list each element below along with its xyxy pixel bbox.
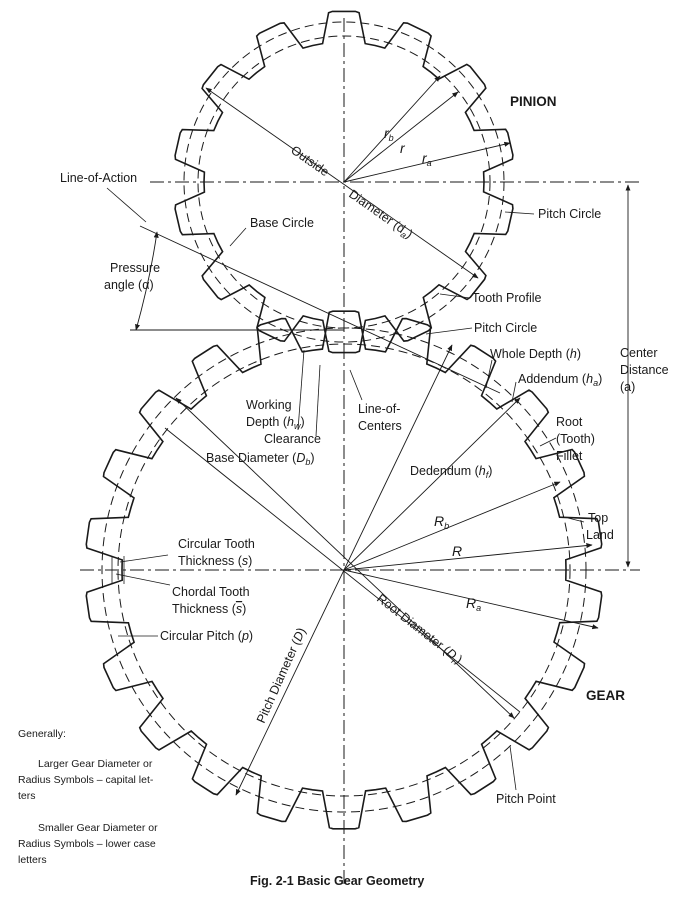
pinion-rb-radius bbox=[343, 75, 441, 183]
pressure-angle-arc bbox=[135, 231, 159, 331]
leader-pitch-circle-gear bbox=[425, 327, 473, 335]
pinion-outside-diameter-line bbox=[205, 87, 479, 279]
chordal-tooth-label-2: Thickness (s) bbox=[172, 602, 246, 616]
pinion-rb-symbol: rb bbox=[384, 125, 394, 143]
tooth-profile-label: Tooth Profile bbox=[472, 291, 542, 305]
leader-line-of-action bbox=[106, 187, 147, 223]
pitch-circle-gear-label: Pitch Circle bbox=[474, 321, 537, 335]
note-larger-2: Radius Symbols – capital let- bbox=[18, 774, 154, 786]
pressure-angle-label-1: Pressure bbox=[110, 261, 160, 275]
outside-diameter-label-1: Outside bbox=[288, 143, 331, 179]
note-larger-3: ters bbox=[18, 790, 36, 802]
gear-label: GEAR bbox=[586, 688, 625, 703]
pressure-angle-label-2: angle (α) bbox=[104, 278, 154, 292]
center-distance-label-1: Center bbox=[620, 346, 658, 360]
dedendum-label: Dedendum (hf) bbox=[410, 464, 492, 480]
whole-depth-label: Whole Depth (h) bbox=[490, 347, 581, 361]
leader-circular-thickness bbox=[119, 554, 169, 563]
gear-base-diameter-line bbox=[164, 427, 521, 713]
note-smaller-3: letters bbox=[18, 854, 47, 866]
gear-Rb-symbol: Rb bbox=[434, 513, 449, 531]
circular-tooth-label-2: Thickness (s) bbox=[178, 554, 252, 568]
note-smaller-1: Smaller Gear Diameter or bbox=[38, 822, 158, 834]
gear-R-symbol: R bbox=[452, 543, 462, 559]
pitch-diameter-label: Pitch Diameter (D) bbox=[254, 626, 309, 726]
note-larger-1: Larger Gear Diameter or bbox=[38, 758, 153, 770]
figure-caption: Fig. 2-1 Basic Gear Geometry bbox=[250, 874, 424, 888]
top-land-label-1: Top bbox=[588, 511, 608, 525]
gear-R-radius bbox=[343, 543, 593, 571]
working-depth-label-1: Working bbox=[246, 398, 292, 412]
leader-line-of-centers bbox=[349, 369, 363, 401]
circular-tooth-label-1: Circular Tooth bbox=[178, 537, 255, 551]
pinion-tooth-outline bbox=[174, 10, 514, 354]
leader-root-fillet bbox=[539, 437, 557, 447]
leader-chordal-thickness bbox=[115, 573, 171, 586]
leader-whole-depth bbox=[485, 359, 493, 389]
large-gear bbox=[80, 310, 640, 888]
note-generally: Generally: bbox=[18, 728, 66, 740]
note-smaller-2: Radius Symbols – lower case bbox=[18, 838, 156, 850]
working-depth-label-2: Depth (hw) bbox=[246, 415, 305, 431]
circular-pitch-label: Circular Pitch (p) bbox=[160, 629, 253, 643]
line-of-action-label: Line-of-Action bbox=[60, 171, 137, 185]
leader-working-depth bbox=[297, 349, 305, 431]
leader-clearance bbox=[315, 364, 321, 437]
line-of-action-group bbox=[130, 225, 501, 394]
root-fillet-label-2: (Tooth) bbox=[556, 432, 595, 446]
top-land-label-2: Land bbox=[586, 528, 614, 542]
clearance-label: Clearance bbox=[264, 432, 321, 446]
leader-addendum bbox=[511, 381, 517, 403]
gear-pitch-diameter-line bbox=[235, 344, 453, 796]
leader-pitch-point bbox=[509, 745, 517, 791]
pitch-point-label: Pitch Point bbox=[496, 792, 556, 806]
line-of-centers-label-2: Centers bbox=[358, 419, 402, 433]
center-distance-label-2: Distance bbox=[620, 363, 669, 377]
center-distance-label-3: (a) bbox=[620, 380, 635, 394]
leader-tooth-profile bbox=[439, 293, 471, 299]
root-fillet-label-1: Root bbox=[556, 415, 583, 429]
base-circle-label: Base Circle bbox=[250, 216, 314, 230]
chordal-tooth-label-1: Chordal Tooth bbox=[172, 585, 250, 599]
pitch-circle-pinion-label: Pitch Circle bbox=[538, 207, 601, 221]
outside-diameter-label-2: Diameter (da) bbox=[345, 187, 415, 243]
base-diameter-label: Base Diameter (Db) bbox=[206, 451, 315, 467]
line-of-action bbox=[139, 225, 501, 394]
pinion-gear bbox=[150, 10, 640, 354]
leader-pitch-circle-pinion bbox=[504, 211, 535, 215]
gear-Ra-symbol: Ra bbox=[466, 595, 481, 613]
addendum-label: Addendum (ha) bbox=[518, 372, 602, 388]
leader-top-land bbox=[567, 517, 585, 523]
root-fillet-label-3: Fillet bbox=[556, 449, 583, 463]
pinion-ra-symbol: ra bbox=[422, 150, 432, 168]
leader-lines bbox=[106, 187, 585, 791]
leader-base-circle bbox=[229, 227, 247, 247]
line-of-centers-label-1: Line-of- bbox=[358, 402, 400, 416]
pinion-r-symbol: r bbox=[400, 140, 406, 156]
pinion-label: PINION bbox=[510, 94, 557, 109]
root-diameter-label: Root Diameter (Dr) bbox=[373, 591, 465, 668]
